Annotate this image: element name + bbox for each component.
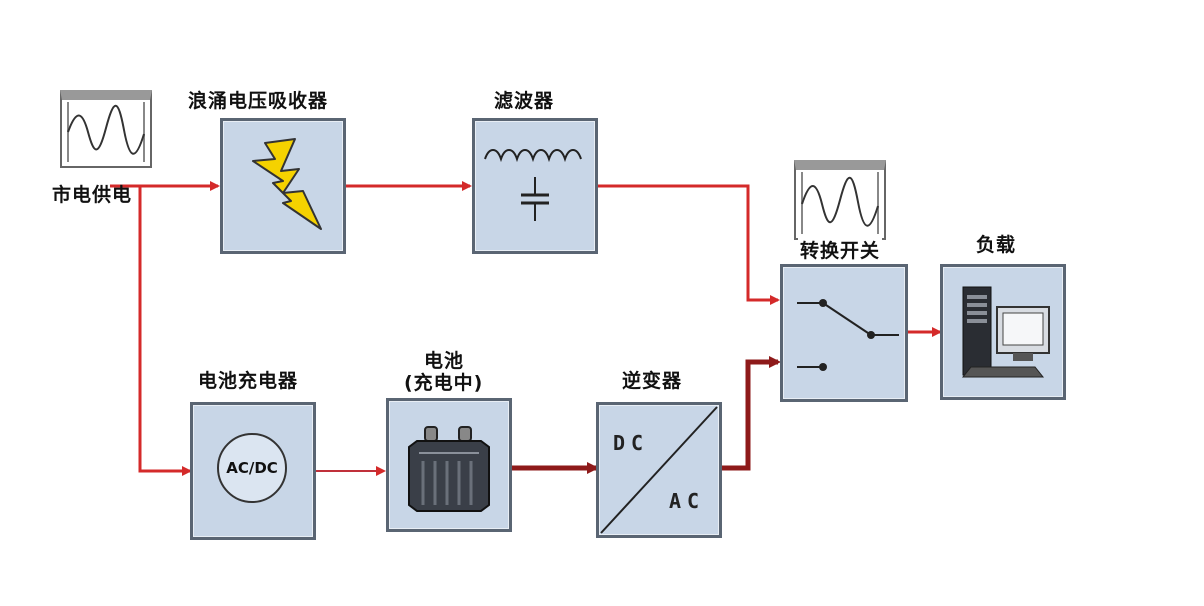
filter-block (472, 118, 598, 254)
arrow-mains-to-charger (138, 186, 192, 476)
lightning-bolt-icon (252, 138, 322, 230)
mains-waveform-icon (60, 90, 152, 168)
computer-icon (961, 286, 1050, 378)
label-surge-absorber: 浪涌电压吸收器 (188, 90, 329, 112)
label-battery-status: (充电中) (404, 372, 484, 394)
charger-block: AC/DC (190, 402, 316, 540)
switch-contact-icon (797, 299, 899, 371)
inverter-block: DC AC (596, 402, 722, 538)
surge-absorber-block (220, 118, 346, 254)
label-charger: 电池充电器 (198, 370, 299, 392)
switch-waveform-icon (794, 160, 886, 240)
inverter-diagonal-icon (600, 406, 718, 534)
acdc-converter-icon: AC/DC (217, 433, 287, 503)
transfer-switch-block (780, 264, 908, 402)
battery-block (386, 398, 512, 532)
label-battery: 电池 (424, 350, 465, 372)
label-switch: 转换开关 (798, 236, 883, 263)
inverter-dc-label: DC (613, 431, 650, 455)
battery-icon (408, 426, 490, 512)
label-inverter: 逆变器 (622, 370, 683, 392)
load-block (940, 264, 1066, 400)
inductor-capacitor-icon (484, 149, 582, 221)
acdc-label: AC/DC (226, 459, 278, 477)
arrow-filter-to-switch (598, 184, 780, 305)
label-mains: 市电供电 (52, 184, 133, 206)
label-filter: 滤波器 (494, 90, 555, 112)
label-load: 负载 (976, 234, 1017, 256)
inverter-ac-label: AC (669, 489, 706, 513)
arrow-inverter-to-switch (722, 356, 781, 471)
